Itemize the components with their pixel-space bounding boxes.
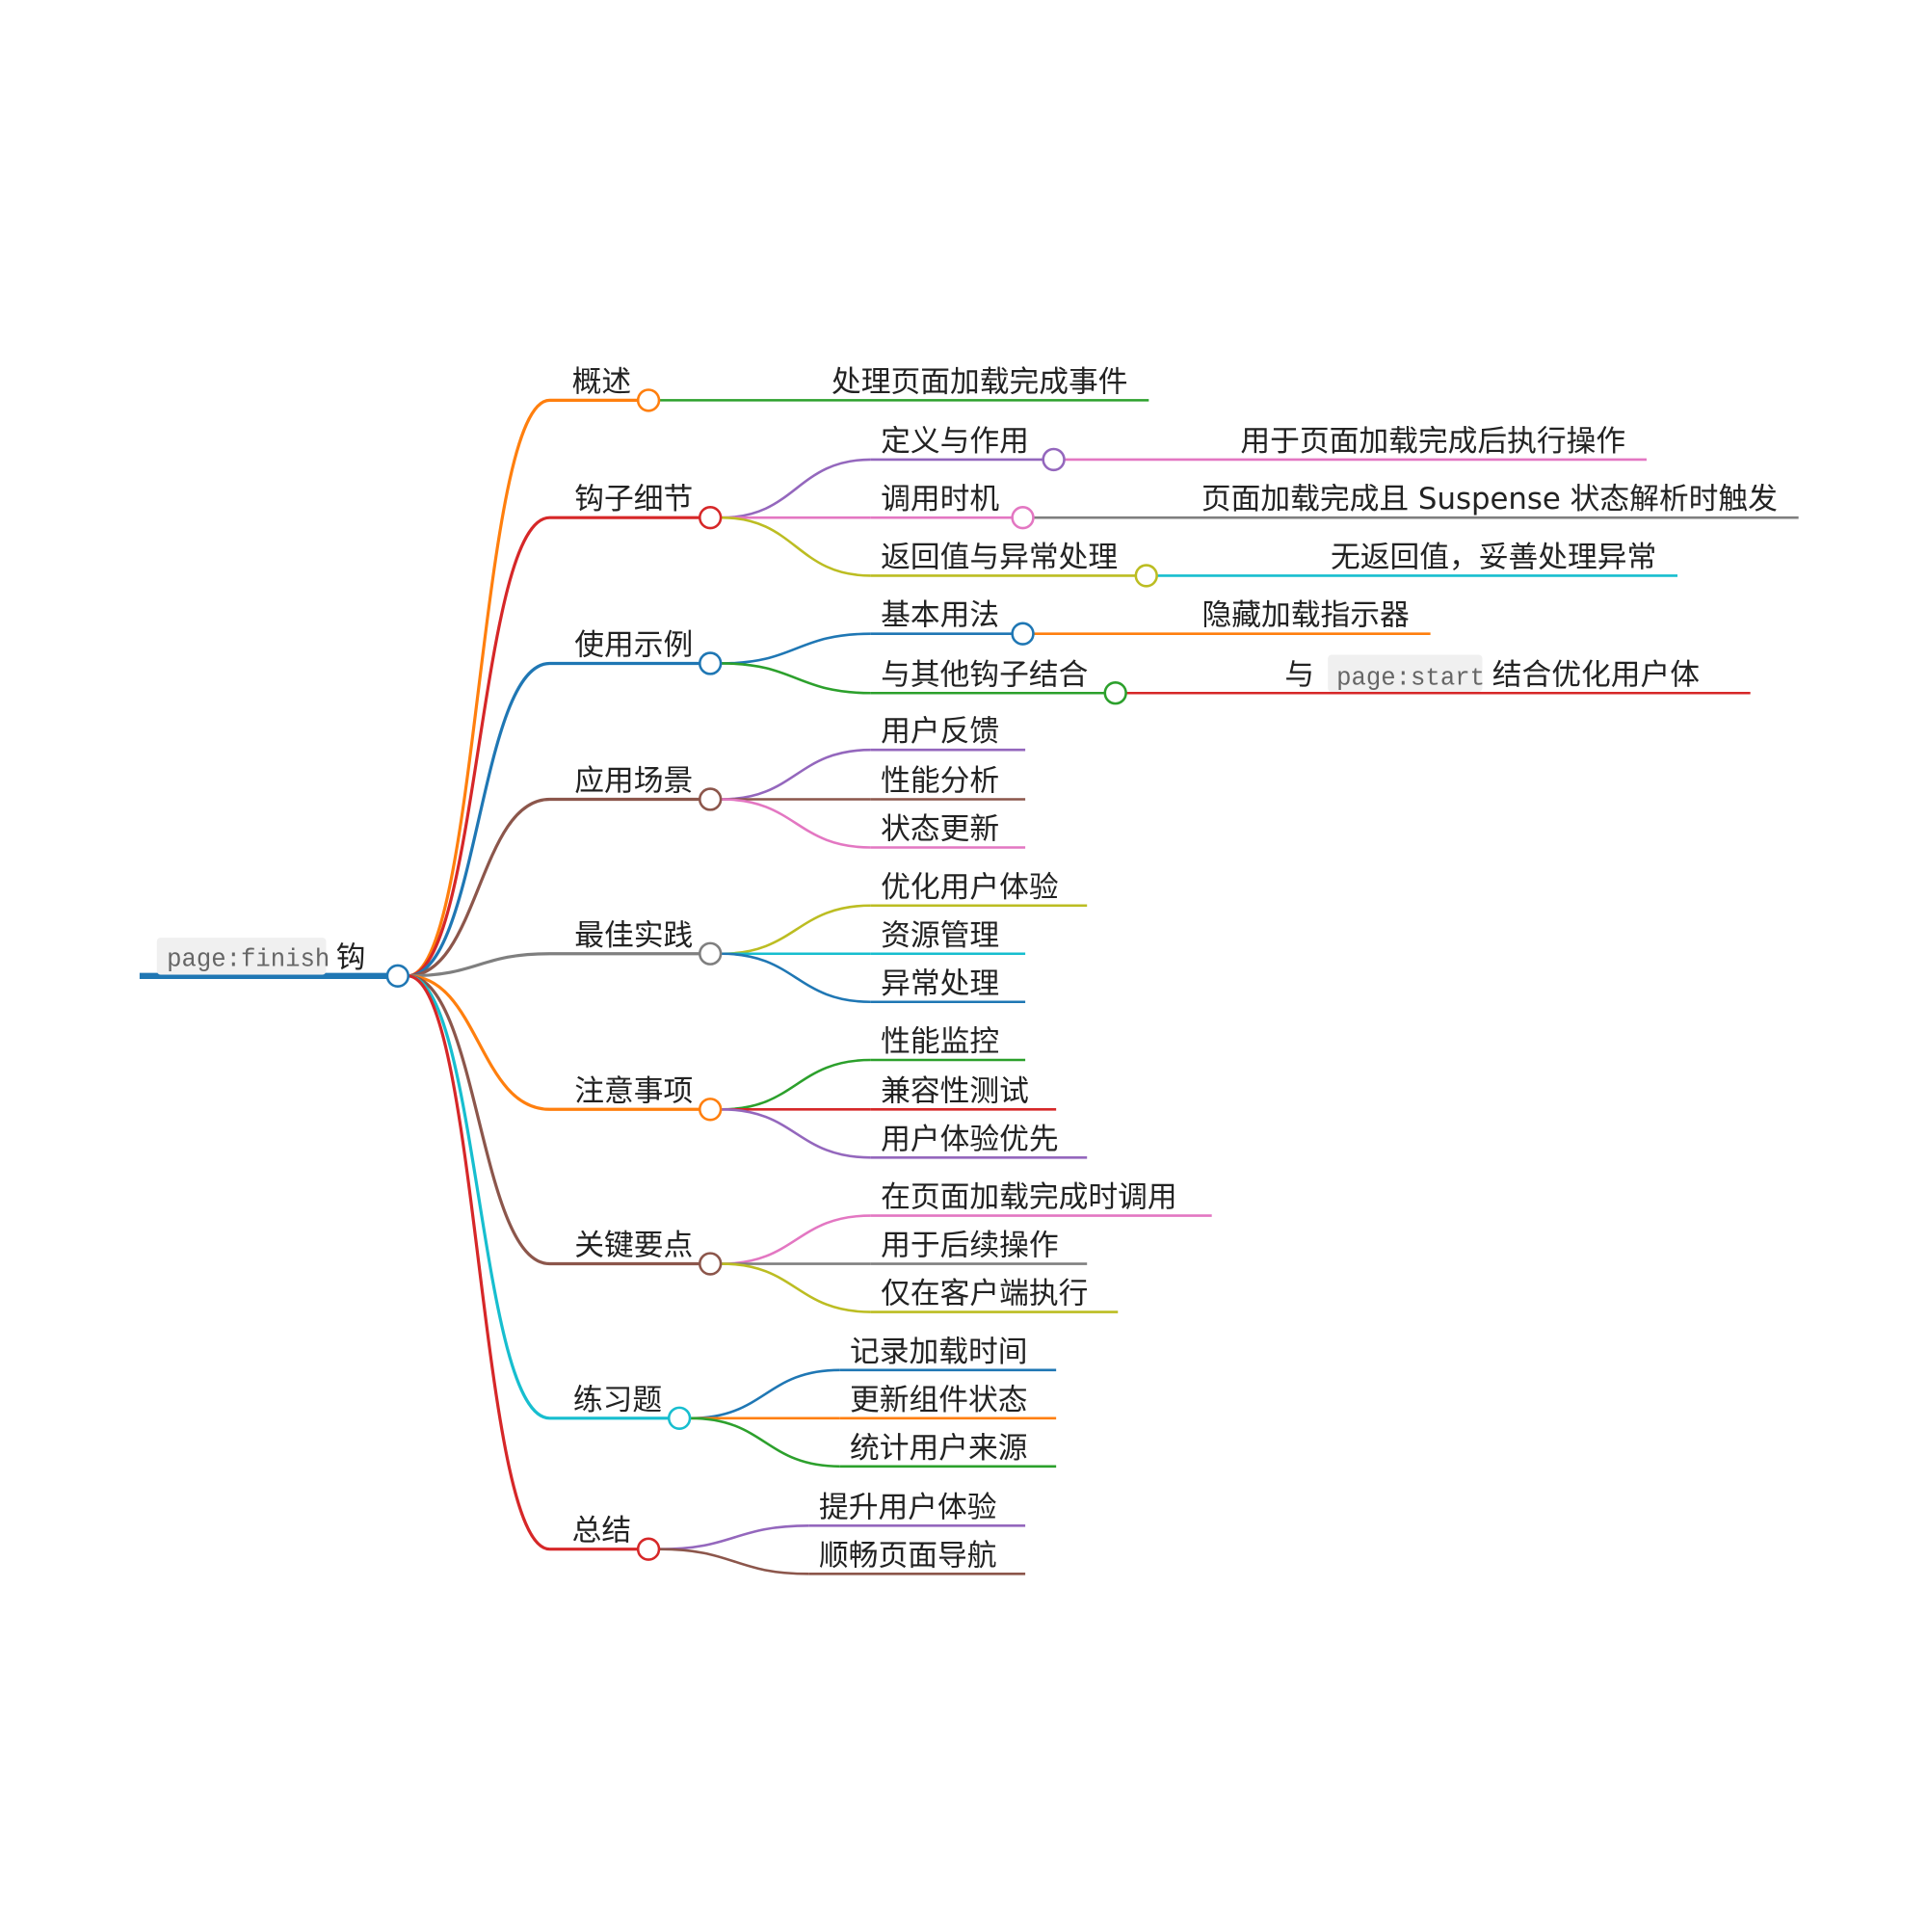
child-toggle-circle[interactable]: [1134, 564, 1158, 588]
branch-connector: [407, 516, 550, 978]
child-label: 调用时机: [881, 482, 999, 516]
root-toggle-circle[interactable]: [385, 964, 410, 988]
child-label: 性能监控: [881, 1024, 999, 1059]
child-connector: [721, 748, 871, 801]
child-connector: [721, 662, 871, 695]
child-label: 资源管理: [881, 918, 999, 953]
child-label: 与其他钩子结合: [881, 657, 1088, 692]
branch-label: 钩子细节: [574, 482, 693, 516]
detail-code-label: page:start: [1336, 664, 1485, 692]
branch-toggle-circle[interactable]: [699, 506, 723, 530]
branch-label: 练习题: [573, 1383, 662, 1417]
child-connector: [659, 1524, 809, 1550]
branch-label: 最佳实践: [574, 918, 693, 953]
child-connector: [690, 1416, 840, 1469]
child-connector: [721, 1262, 871, 1313]
child-connector: [721, 952, 871, 1004]
child-toggle-circle[interactable]: [1011, 506, 1035, 530]
branch-label: 应用场景: [574, 764, 693, 799]
branch-connector: [408, 974, 550, 1111]
branch-label: 总结: [572, 1514, 632, 1548]
root-code-label: page:finish: [167, 946, 330, 974]
child-label: 更新组件状态: [850, 1383, 1028, 1417]
child-label: 返回值与异常处理: [881, 540, 1118, 574]
child-connector: [721, 1058, 871, 1111]
branch-connector: [407, 661, 550, 978]
branch-toggle-circle[interactable]: [636, 388, 661, 412]
detail-label: 页面加载完成且 Suspense 状态解析时触发: [1201, 482, 1778, 516]
detail-label: 隐藏加载指示器: [1202, 598, 1410, 633]
child-label: 定义与作用: [881, 424, 1029, 459]
detail-label-prefix: 与: [1284, 657, 1314, 692]
branch-toggle-circle[interactable]: [699, 787, 723, 811]
child-connector: [721, 458, 871, 519]
child-label: 顺畅页面导航: [819, 1538, 997, 1573]
leaf-label: 处理页面加载完成事件: [832, 364, 1128, 399]
child-connector: [721, 516, 871, 577]
child-label: 仅在客户端执行: [881, 1277, 1088, 1311]
branch-connector: [407, 974, 550, 1266]
branch-connector: [407, 398, 550, 978]
branch-toggle-circle[interactable]: [636, 1537, 661, 1561]
detail-label-suffix: 结合优化用户体: [1492, 657, 1700, 692]
child-label: 兼容性测试: [881, 1073, 1029, 1108]
child-label: 记录加载时间: [850, 1335, 1028, 1369]
child-label: 用户反馈: [881, 714, 999, 749]
child-label: 用于后续操作: [881, 1229, 1059, 1263]
child-connector: [690, 1368, 840, 1420]
detail-code-background: [1328, 654, 1483, 692]
branch-toggle-circle[interactable]: [667, 1406, 692, 1430]
branch-connector: [408, 797, 550, 978]
child-label: 状态更新: [881, 812, 999, 847]
child-connector: [659, 1548, 809, 1575]
child-label: 在页面加载完成时调用: [881, 1180, 1177, 1215]
child-connector: [721, 1108, 871, 1159]
branch-toggle-circle[interactable]: [699, 651, 723, 675]
root-label-suffix: 钩: [336, 940, 366, 975]
child-label: 统计用户来源: [850, 1431, 1028, 1466]
root-code-background: [156, 938, 327, 975]
branch-connector: [408, 952, 550, 978]
child-label: 基本用法: [881, 598, 999, 633]
branch-connector: [407, 974, 550, 1420]
child-connector: [721, 798, 871, 849]
child-connector: [721, 632, 871, 665]
branch-label: 使用示例: [574, 627, 693, 662]
child-label: 优化用户体验: [881, 870, 1059, 905]
child-toggle-circle[interactable]: [1042, 447, 1066, 472]
detail-label: 用于页面加载完成后执行操作: [1240, 424, 1625, 459]
child-connector: [721, 904, 871, 956]
branch-label: 概述: [572, 364, 632, 399]
child-toggle-circle[interactable]: [1011, 622, 1035, 646]
detail-label: 无返回值，妥善处理异常: [1331, 540, 1656, 574]
child-label: 用户体验优先: [881, 1122, 1059, 1156]
child-toggle-circle[interactable]: [1103, 681, 1127, 705]
branch-label: 注意事项: [574, 1073, 693, 1108]
branch-label: 关键要点: [574, 1229, 693, 1263]
branch-toggle-circle[interactable]: [699, 941, 723, 966]
child-connector: [721, 1214, 871, 1265]
branch-toggle-circle[interactable]: [699, 1252, 723, 1276]
branch-connector: [407, 974, 550, 1551]
branch-toggle-circle[interactable]: [699, 1098, 723, 1122]
child-label: 提升用户体验: [819, 1490, 997, 1524]
child-label: 异常处理: [881, 966, 999, 1001]
child-label: 性能分析: [881, 764, 999, 799]
